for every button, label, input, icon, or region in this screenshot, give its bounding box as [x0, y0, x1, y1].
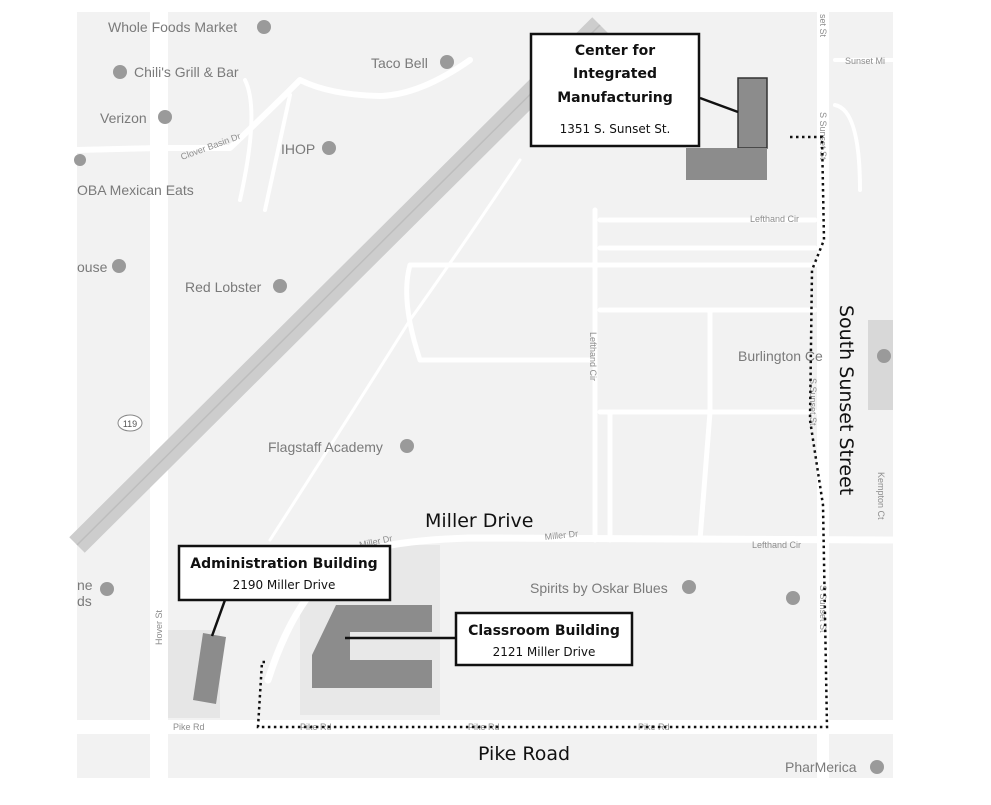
street-label-miller-dr: Miller Dr: [544, 529, 578, 542]
svg-text:Manufacturing: Manufacturing: [557, 90, 673, 106]
svg-text:Burlington Ce: Burlington Ce: [738, 348, 823, 364]
callout-classroom: Classroom Building 2121 Miller Drive: [345, 611, 634, 667]
svg-text:ouse: ouse: [77, 259, 108, 275]
poi-red-lobster[interactable]: Red Lobster: [185, 279, 287, 295]
svg-text:Chili's Grill & Bar: Chili's Grill & Bar: [134, 64, 239, 80]
svg-text:PharMerica: PharMerica: [785, 759, 857, 775]
svg-text:2121 Miller Drive: 2121 Miller Drive: [493, 645, 596, 659]
bar-pin-icon: [786, 591, 800, 605]
svg-text:ne: ne: [77, 577, 93, 593]
poi-burlington[interactable]: Burlington Ce: [738, 348, 891, 364]
cemetery-pin-icon: [877, 349, 891, 363]
street-label-pike-rd: Pike Rd: [468, 722, 500, 732]
poi-whole-foods[interactable]: Whole Foods Market: [108, 19, 271, 35]
svg-text:Verizon: Verizon: [100, 110, 147, 126]
street-label-sunset: set St: [818, 14, 828, 38]
restaurant-pin-icon: [100, 582, 114, 596]
restaurant-pin-icon: [440, 55, 454, 69]
restaurant-pin-icon: [112, 259, 126, 273]
building-cim[interactable]: [686, 77, 768, 180]
svg-text:Center for: Center for: [575, 43, 655, 59]
callout-cim: Center for Integrated Manufacturing 1351…: [529, 32, 739, 148]
shopping-pin-icon: [257, 20, 271, 34]
street-label-hover-st: Hover St: [154, 609, 164, 645]
svg-text:Administration Building: Administration Building: [190, 556, 377, 572]
svg-text:Integrated: Integrated: [573, 66, 657, 82]
restaurant-pin-icon: [273, 279, 287, 293]
street-label-sunset: S Sunset St: [808, 378, 818, 426]
miller-drive-label: Miller Drive: [425, 510, 533, 532]
walking-route: [256, 135, 829, 729]
svg-text:ds: ds: [77, 593, 92, 609]
street-label-sunset-mi: Sunset Mi: [845, 56, 885, 66]
svg-text:119: 119: [123, 419, 137, 429]
building-administration[interactable]: [193, 633, 226, 704]
poi-ihop[interactable]: IHOP: [281, 141, 336, 157]
highway-median: [76, 24, 601, 546]
poi-house[interactable]: ouse: [77, 259, 126, 275]
school-pin-icon: [400, 439, 414, 453]
svg-text:Spirits by Oskar Blues: Spirits by Oskar Blues: [530, 580, 668, 596]
restaurant-pin-icon: [113, 65, 127, 79]
svg-text:Classroom Building: Classroom Building: [468, 623, 620, 639]
street-label-pike-rd: Pike Rd: [300, 722, 332, 732]
restaurant-pin-icon: [74, 154, 86, 166]
street-label-lefthand-cir: Lefthand Cir: [588, 332, 598, 381]
svg-text:1351 S. Sunset St.: 1351 S. Sunset St.: [560, 122, 671, 136]
shop-pin-icon: [682, 580, 696, 594]
svg-text:Flagstaff Academy: Flagstaff Academy: [268, 439, 383, 455]
poi-chilis[interactable]: Chili's Grill & Bar: [113, 64, 239, 80]
place-pin-icon: [870, 760, 884, 774]
street-label-lefthand-cir: Lefthand Cir: [752, 540, 801, 550]
pike-road-label: Pike Road: [478, 743, 570, 765]
poi-oba[interactable]: OBA Mexican Eats: [74, 154, 194, 198]
poi-pharmerica[interactable]: PharMerica: [785, 759, 884, 775]
street-label-pike-rd: Pike Rd: [173, 722, 205, 732]
highway-shield-icon: 119: [117, 414, 143, 432]
south-sunset-street-label: South Sunset Street: [835, 305, 857, 495]
building-classroom[interactable]: [312, 605, 432, 688]
callout-administration: Administration Building 2190 Miller Driv…: [177, 544, 392, 637]
poi-verizon[interactable]: Verizon: [100, 110, 172, 126]
svg-text:Taco Bell: Taco Bell: [371, 55, 428, 71]
cemetery-area: [868, 320, 893, 410]
pike-road-label-bg: [470, 738, 645, 774]
svg-text:OBA Mexican Eats: OBA Mexican Eats: [77, 182, 194, 198]
poi-taco-bell[interactable]: Taco Bell: [371, 55, 454, 71]
street-label-sunset: S Sunset St: [818, 585, 828, 633]
svg-text:IHOP: IHOP: [281, 141, 315, 157]
poi-oskar-blues[interactable]: Spirits by Oskar Blues: [530, 580, 800, 605]
svg-text:Red Lobster: Red Lobster: [185, 279, 262, 295]
svg-text:2190 Miller Drive: 2190 Miller Drive: [233, 578, 336, 592]
street-label-kempton: Kempton Ct: [876, 472, 886, 520]
restaurant-pin-icon: [322, 141, 336, 155]
shopping-pin-icon: [158, 110, 172, 124]
poi-flagstaff-academy[interactable]: Flagstaff Academy: [268, 439, 414, 455]
svg-text:Whole Foods Market: Whole Foods Market: [108, 19, 237, 35]
street-label-lefthand-cir: Lefthand Cir: [750, 214, 799, 224]
